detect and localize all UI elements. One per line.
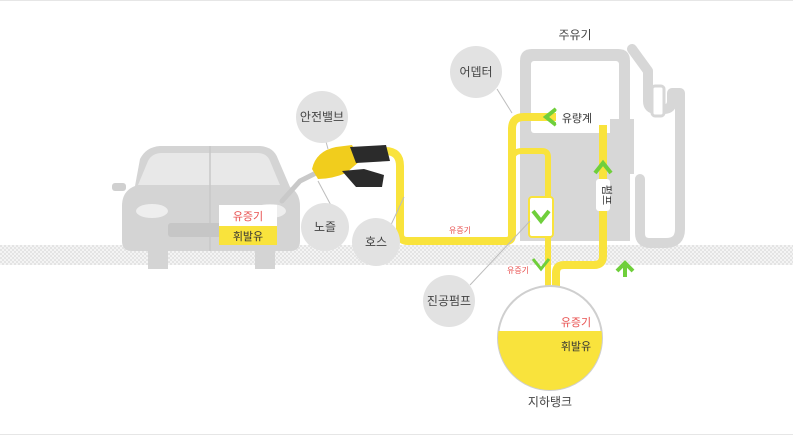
pump-line: [552, 125, 607, 333]
chevron-arrow-icon: [593, 159, 613, 175]
hose-label: 호스: [365, 235, 387, 249]
chevron-arrow-icon: [531, 209, 551, 225]
flow-meter-label: 유량계: [562, 112, 592, 125]
vacuum-pump-box: [528, 196, 554, 238]
pump-label: 펌프: [600, 185, 613, 205]
adapter-label: 어뎁터: [459, 65, 492, 79]
safety-valve-label: 안전밸브: [300, 110, 344, 124]
vapor-return-line: [509, 148, 551, 301]
underground-gasoline-label: 휘발유: [561, 340, 591, 353]
nozzle-icon: [279, 145, 390, 204]
chevron-arrow-icon: [615, 260, 635, 277]
car-tank-vapor-label: 유증기: [233, 210, 263, 223]
nozzle-label: 노즐: [314, 220, 336, 234]
car-tank-fuel: [219, 226, 277, 245]
car-tank-gasoline-label: 휘발유: [233, 230, 263, 243]
chevron-arrow-icon: [542, 107, 558, 127]
underground-vapor-label: 유증기: [561, 316, 591, 329]
fuel-line: [384, 113, 560, 245]
hose-vapor-label: 유증기: [449, 226, 471, 235]
dispenser-label: 주유기: [558, 28, 591, 42]
vacuum-pump-label: 진공펌프: [427, 294, 471, 308]
underground-tank-label: 지하탱크: [528, 395, 572, 409]
chevron-arrow-icon: [531, 258, 551, 272]
vacuum-vapor-label: 유증기: [507, 266, 529, 275]
